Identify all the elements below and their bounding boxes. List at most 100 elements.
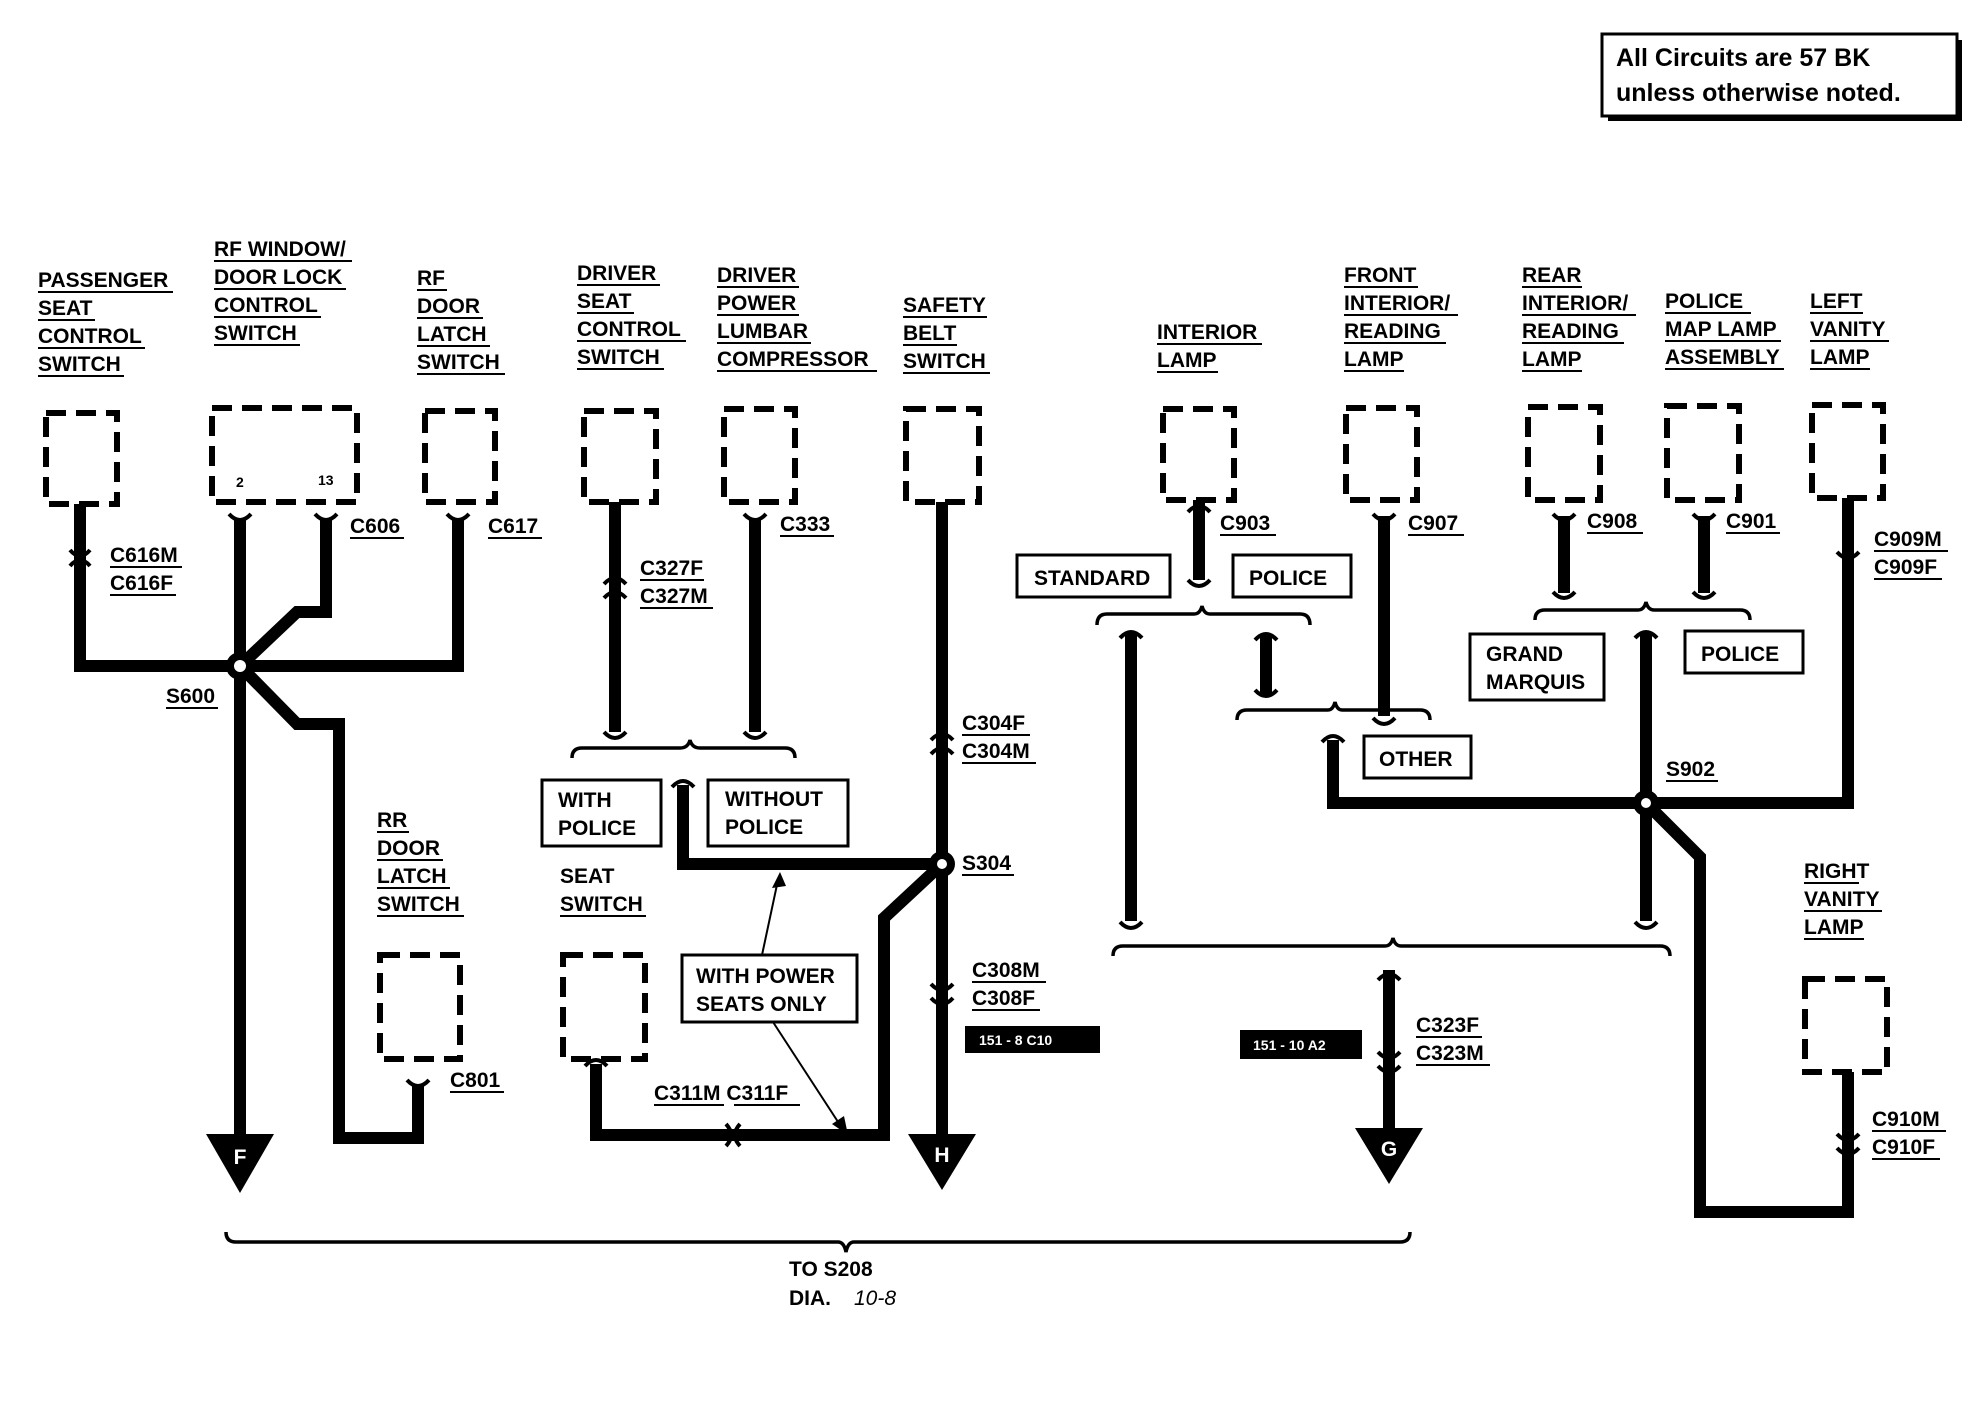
svg-text:POWER: POWER [717, 292, 796, 315]
svg-text:RIGHT: RIGHT [1804, 860, 1870, 883]
right-vanity-lamp-box [1802, 976, 1890, 1075]
connector-c909f: C909F [1874, 556, 1937, 579]
label-safety-belt-switch: SAFETY BELT SWITCH [903, 294, 990, 374]
svg-text:DRIVER: DRIVER [577, 262, 656, 285]
connector-c901: C901 [1726, 510, 1777, 533]
connector-c903: C903 [1220, 512, 1270, 535]
svg-text:RF: RF [417, 267, 445, 290]
svg-text:SWITCH: SWITCH [903, 350, 986, 373]
svg-text:MAP LAMP: MAP LAMP [1665, 318, 1777, 341]
splice-dots [226, 652, 1659, 877]
ground-arrows: F H G [206, 1128, 1423, 1193]
svg-text:BELT: BELT [903, 322, 956, 345]
option-standard: STANDARD [1034, 567, 1150, 590]
ref-151-10-a2: 151 - 10 A2 [1253, 1037, 1326, 1053]
footer-dia-number: 10-8 [854, 1287, 896, 1310]
option-with-police-2: POLICE [558, 817, 636, 840]
svg-text:LATCH: LATCH [377, 865, 447, 888]
svg-text:CONTROL: CONTROL [38, 325, 142, 348]
option-without-police-2: POLICE [725, 816, 803, 839]
splice-s600: S600 [166, 685, 215, 708]
connector-markers [68, 504, 1861, 1156]
connector-c323m: C323M [1416, 1042, 1484, 1065]
reference-tags: 151 - 8 C10 151 - 10 A2 [965, 1026, 1362, 1059]
option-police-interior: POLICE [1249, 567, 1327, 590]
svg-text:LAMP: LAMP [1804, 916, 1864, 939]
interior-lamp-box [1160, 406, 1237, 503]
ref-151-8-c10: 151 - 8 C10 [979, 1032, 1052, 1048]
connector-c616f: C616F [110, 572, 173, 595]
svg-text:SWITCH: SWITCH [417, 351, 500, 374]
label-right-vanity-lamp: RIGHT VANITY LAMP [1804, 860, 1882, 940]
label-left-vanity-lamp: LEFT VANITY LAMP [1810, 290, 1889, 370]
connector-c910m: C910M [1872, 1108, 1940, 1131]
label-driver-seat-control-switch: DRIVER SEAT CONTROL SWITCH [577, 262, 686, 370]
svg-text:RR: RR [377, 809, 407, 832]
svg-text:SAFETY: SAFETY [903, 294, 986, 317]
svg-text:READING: READING [1522, 320, 1619, 343]
label-passenger-seat-control-switch: PASSENGER SEAT CONTROL SWITCH [38, 269, 173, 377]
svg-text:DOOR LOCK: DOOR LOCK [214, 266, 342, 289]
rear-interior-lamp-box [1525, 404, 1603, 503]
svg-text:DOOR: DOOR [417, 295, 480, 318]
svg-text:LAMP: LAMP [1344, 348, 1404, 371]
splice-s304: S304 [962, 852, 1011, 875]
safety-belt-switch-box [903, 406, 982, 505]
connector-c606: C606 [350, 515, 400, 538]
connector-c304f: C304F [962, 712, 1025, 735]
left-vanity-lamp-box [1809, 402, 1886, 501]
option-grand-marquis-1: GRAND [1486, 643, 1563, 666]
svg-text:LAMP: LAMP [1522, 348, 1582, 371]
connector-c801: C801 [450, 1069, 501, 1092]
label-rr-door-latch-switch: RR DOOR LATCH SWITCH [377, 809, 464, 917]
svg-text:LUMBAR: LUMBAR [717, 320, 808, 343]
svg-text:SWITCH: SWITCH [560, 893, 643, 916]
svg-text:ASSEMBLY: ASSEMBLY [1665, 346, 1780, 369]
police-map-lamp-box [1664, 403, 1742, 503]
svg-text:LAMP: LAMP [1157, 349, 1217, 372]
label-rear-interior-reading-lamp: REAR INTERIOR/ READING LAMP [1522, 264, 1636, 372]
svg-text:VANITY: VANITY [1810, 318, 1885, 341]
label-interior-lamp: INTERIOR LAMP [1157, 321, 1262, 373]
svg-text:DOOR: DOOR [377, 837, 440, 860]
svg-text:SEAT: SEAT [38, 297, 93, 320]
svg-text:RF WINDOW/: RF WINDOW/ [214, 238, 346, 261]
rf-window-switch-box [209, 405, 360, 505]
connector-c907: C907 [1408, 512, 1458, 535]
wires [74, 498, 1854, 1218]
footer: TO S208 DIA. 10-8 [789, 1258, 896, 1310]
label-rf-window-door-lock-control-switch: RF WINDOW/ DOOR LOCK CONTROL SWITCH [214, 238, 352, 346]
option-with-power-seats-1: WITH POWER [696, 965, 835, 988]
splice-s902: S902 [1666, 758, 1715, 781]
label-police-map-lamp-assembly: POLICE MAP LAMP ASSEMBLY [1665, 290, 1784, 370]
splice-labels: S600 S304 S902 [166, 685, 1718, 876]
svg-text:SWITCH: SWITCH [577, 346, 660, 369]
seat-switch-box [560, 952, 648, 1062]
driver-seat-switch-box [581, 408, 659, 505]
svg-text:INTERIOR/: INTERIOR/ [1522, 292, 1628, 315]
option-braces [224, 601, 1752, 1253]
rf-door-latch-box [422, 408, 498, 505]
svg-text:LEFT: LEFT [1810, 290, 1863, 313]
pin-2-label: 2 [236, 474, 244, 490]
option-other: OTHER [1379, 748, 1453, 771]
ground-g: G [1381, 1138, 1397, 1161]
svg-text:LAMP: LAMP [1810, 346, 1870, 369]
connector-c327m: C327M [640, 585, 708, 608]
connector-c616m: C616M [110, 544, 178, 567]
svg-text:CONTROL: CONTROL [214, 294, 318, 317]
connector-labels: C616M C616F C606 C617 C327F C327M C333 C… [110, 510, 1948, 1160]
svg-text:FRONT: FRONT [1344, 264, 1416, 287]
connector-c908: C908 [1587, 510, 1638, 533]
svg-text:SWITCH: SWITCH [214, 322, 297, 345]
label-driver-power-lumbar-compressor: DRIVER POWER LUMBAR COMPRESSOR [717, 264, 877, 372]
svg-text:REAR: REAR [1522, 264, 1582, 287]
svg-text:CONTROL: CONTROL [577, 318, 681, 341]
connector-c323f: C323F [1416, 1014, 1479, 1037]
connector-c304m: C304M [962, 740, 1030, 763]
connector-c617: C617 [488, 515, 538, 538]
rr-door-latch-box [377, 952, 463, 1062]
ground-h: H [934, 1144, 949, 1167]
svg-text:INTERIOR/: INTERIOR/ [1344, 292, 1450, 315]
